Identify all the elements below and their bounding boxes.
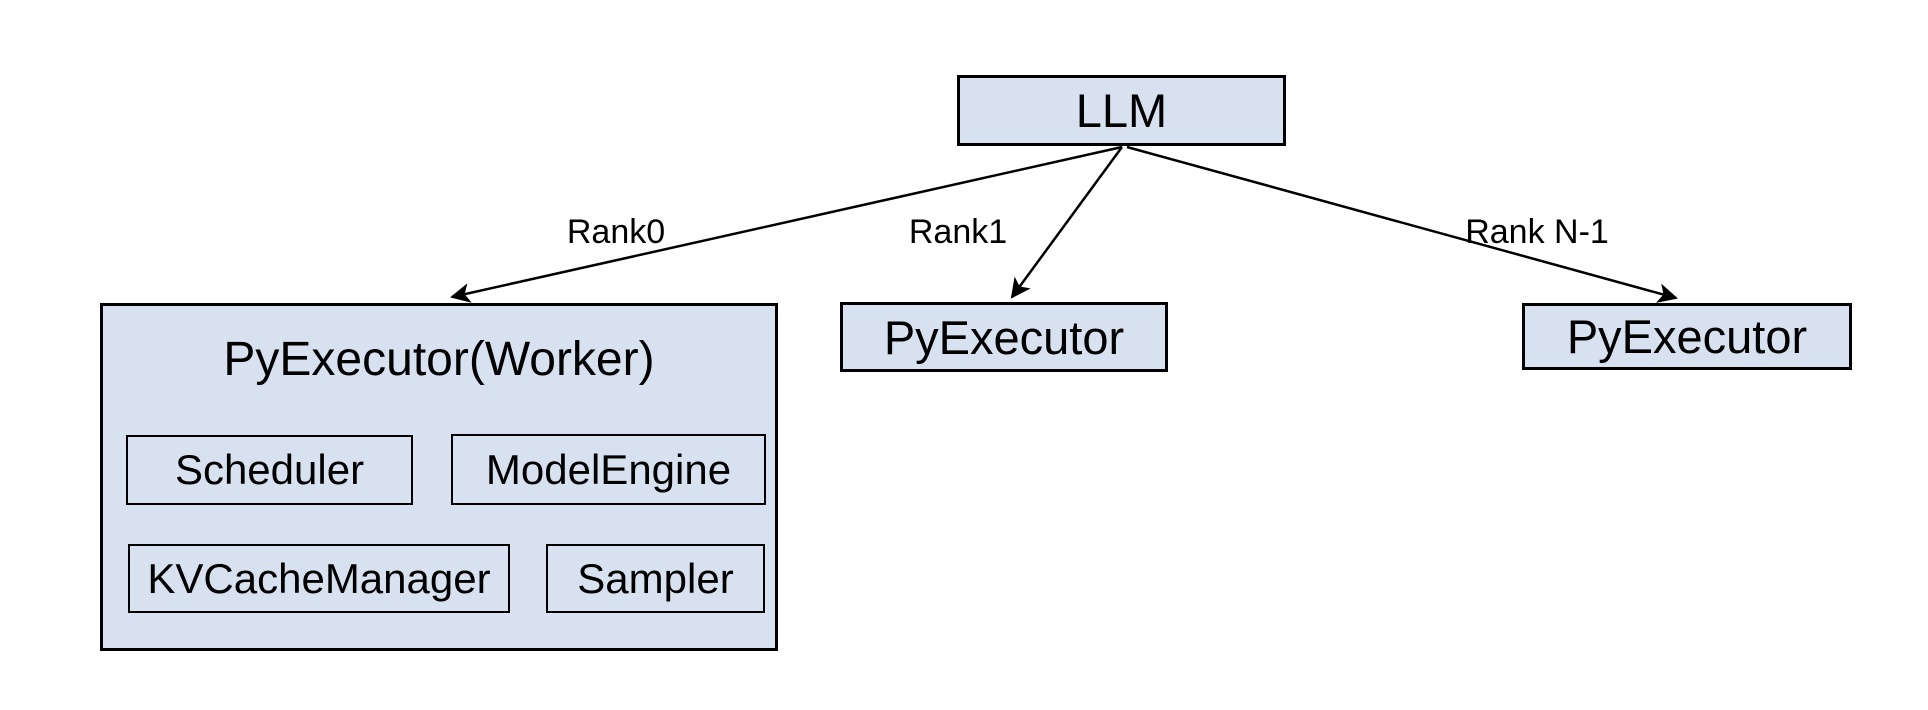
edge-rank0-arrow: [450, 145, 1123, 303]
pyexecutor-rank-n-1-node: PyExecutor: [1522, 303, 1852, 370]
pyexecutor-rank1-label: PyExecutor: [883, 310, 1125, 364]
edge-rank1-arrow: [1010, 146, 1124, 299]
pyexecutor-worker-node: PyExecutor(Worker) Scheduler ModelEngine…: [100, 303, 778, 651]
llm-label: LLM: [1075, 84, 1168, 137]
pyexecutor-rank1-node: PyExecutor: [840, 302, 1168, 372]
edge-label-rank1: Rank1: [908, 213, 1008, 251]
sampler-label: Sampler: [577, 554, 734, 602]
scheduler-node: Scheduler: [126, 435, 413, 505]
pyexecutor-worker-label: PyExecutor(Worker): [223, 333, 655, 386]
llm-node: LLM: [957, 75, 1286, 146]
sampler-node: Sampler: [546, 544, 765, 613]
edge-rank-n-1-arrow: [1126, 145, 1678, 303]
edge-label-rank-n-1: Rank N-1: [1465, 213, 1609, 251]
scheduler-label: Scheduler: [174, 446, 365, 493]
kvcachemanager-label: KVCacheManager: [147, 554, 491, 602]
modelengine-node: ModelEngine: [451, 434, 766, 505]
pyexecutor-rank-n-1-label: PyExecutor: [1566, 310, 1808, 363]
kvcachemanager-node: KVCacheManager: [128, 544, 510, 613]
edge-label-rank0: Rank0: [566, 213, 666, 251]
modelengine-label: ModelEngine: [485, 445, 732, 493]
